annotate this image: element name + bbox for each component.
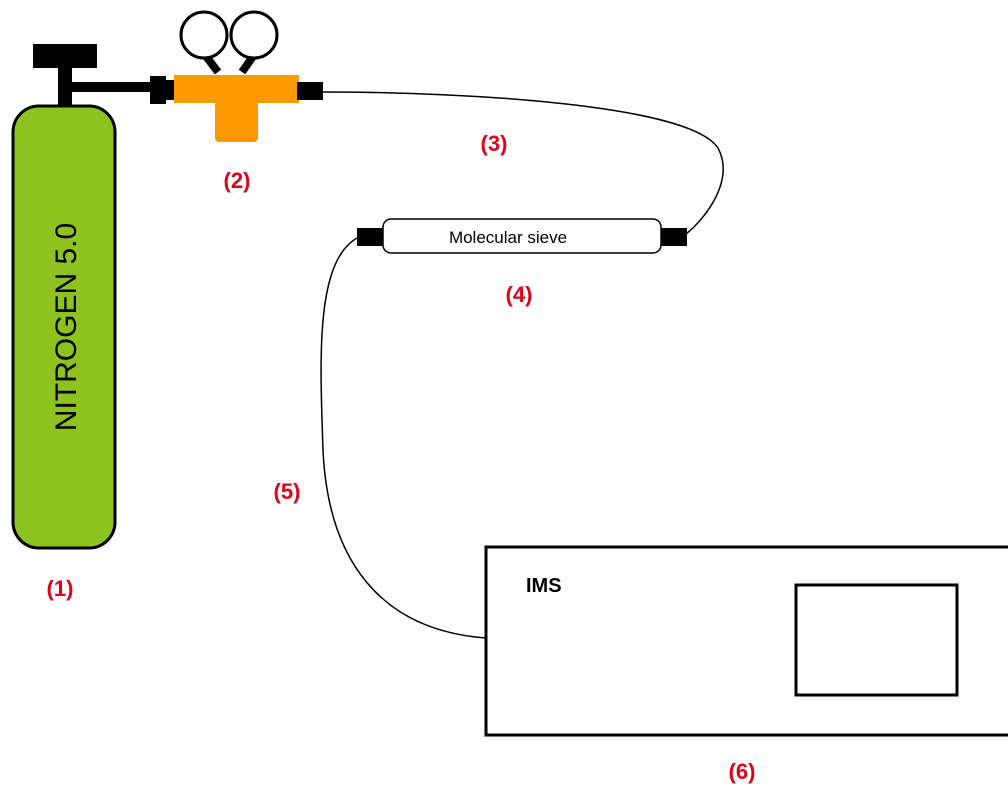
cylinder-valve-handle xyxy=(33,44,97,68)
sieve-left-fitting xyxy=(357,228,385,246)
regulator-stem xyxy=(215,101,258,142)
regulator-outlet-fitting xyxy=(297,82,323,100)
sieve-body xyxy=(382,218,662,254)
label-5: (5) xyxy=(274,479,301,504)
sieve-text: Molecular sieve xyxy=(449,228,567,247)
tube-regulator-to-sieve xyxy=(321,91,724,235)
tube-sieve-to-ims xyxy=(320,237,487,639)
label-3: (3) xyxy=(481,131,508,156)
label-4: (4) xyxy=(506,282,533,307)
pressure-gauge-left-icon xyxy=(179,10,229,60)
label-6: (6) xyxy=(729,759,756,784)
sieve-right-fitting xyxy=(659,228,687,246)
label-1: (1) xyxy=(47,576,74,601)
cylinder-valve-stem xyxy=(58,66,72,106)
cylinder-body xyxy=(11,104,117,550)
nitrogen-cylinder: NITROGEN 5.0 xyxy=(11,44,154,550)
regulator-body xyxy=(174,75,299,103)
ims-display xyxy=(794,583,959,697)
ims-text: IMS xyxy=(526,575,562,597)
molecular-sieve: Molecular sieve xyxy=(357,218,687,254)
pressure-regulator xyxy=(150,10,323,142)
label-2: (2) xyxy=(224,168,251,193)
pressure-gauge-right-icon xyxy=(229,10,279,60)
cylinder-gas-text: NITROGEN 5.0 xyxy=(50,223,83,431)
regulator-inlet-fitting xyxy=(150,76,166,104)
regulator-inlet-nut xyxy=(166,80,176,100)
cylinder-outlet-pipe xyxy=(68,82,154,92)
ims-instrument: IMS xyxy=(484,545,1008,737)
